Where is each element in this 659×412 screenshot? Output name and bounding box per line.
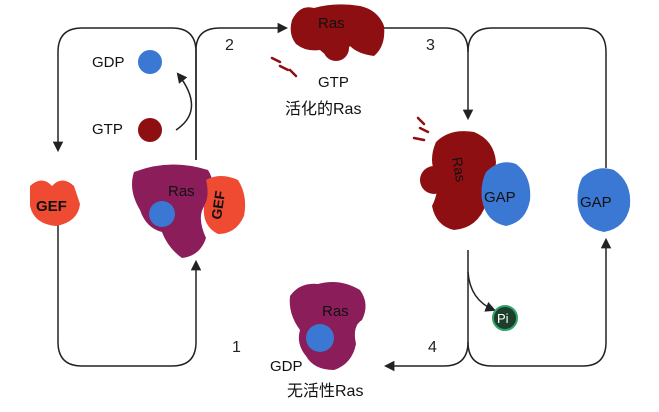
arrow-to-inactive-ras [383, 341, 469, 372]
ras-gef-ras-label: Ras [168, 183, 195, 200]
gtp-left-ball [138, 118, 162, 142]
gef-free-shape [30, 180, 80, 226]
step-1-label: 1 [232, 339, 241, 356]
right-cycle-top [467, 27, 607, 168]
ras-inactive-label: Ras [322, 303, 349, 320]
gap-bound-label: GAP [484, 189, 516, 206]
active-ras-caption: 活化的Ras [285, 100, 361, 118]
step-4-label: 4 [428, 339, 437, 356]
ras-active-top-shape [290, 4, 385, 58]
step-2-label: 2 [225, 37, 234, 54]
gtp-top-label: GTP [318, 74, 349, 91]
left-cycle-return [57, 218, 202, 367]
pi-ball [492, 305, 518, 331]
ras-gef-gef-shape [203, 176, 246, 234]
gdp-bottom-label: GDP [270, 358, 303, 375]
left-cycle-path [52, 27, 197, 160]
ras-gap-ras-label: Ras [449, 156, 469, 183]
gap-free-label: GAP [580, 194, 612, 211]
gdp-top-ball [138, 50, 162, 74]
gap-free-shape [577, 168, 631, 232]
ras-inactive-gdp-ball [306, 324, 334, 352]
ras-active-top-vibration [270, 56, 298, 78]
ras-gap-ras-shape [432, 131, 496, 230]
ras-gef-gef-label: GEF [208, 189, 228, 220]
step-3-label: 3 [426, 37, 435, 54]
gtp-left-label: GTP [92, 121, 123, 138]
right-cycle-bottom [467, 237, 612, 367]
ras-gap-gtp-ball [420, 166, 448, 194]
ras-active-gtp-ball [323, 35, 349, 61]
arrow-gdp-gtp-exchange [175, 72, 193, 131]
ras-gef-gdp-ball [149, 201, 175, 227]
arrow-pi-release [467, 271, 496, 312]
ras-gap-vibration [412, 116, 430, 142]
ras-inactive-shape [289, 282, 366, 370]
arrow-to-active-ras [195, 22, 289, 160]
gdp-top-label: GDP [92, 54, 125, 71]
inactive-ras-caption: 无活性Ras [287, 382, 363, 400]
ras-active-top-label: Ras [318, 15, 345, 32]
gef-free-label: GEF [36, 198, 67, 215]
pi-label: Pi [497, 311, 509, 326]
gap-bound-shape [481, 162, 531, 226]
